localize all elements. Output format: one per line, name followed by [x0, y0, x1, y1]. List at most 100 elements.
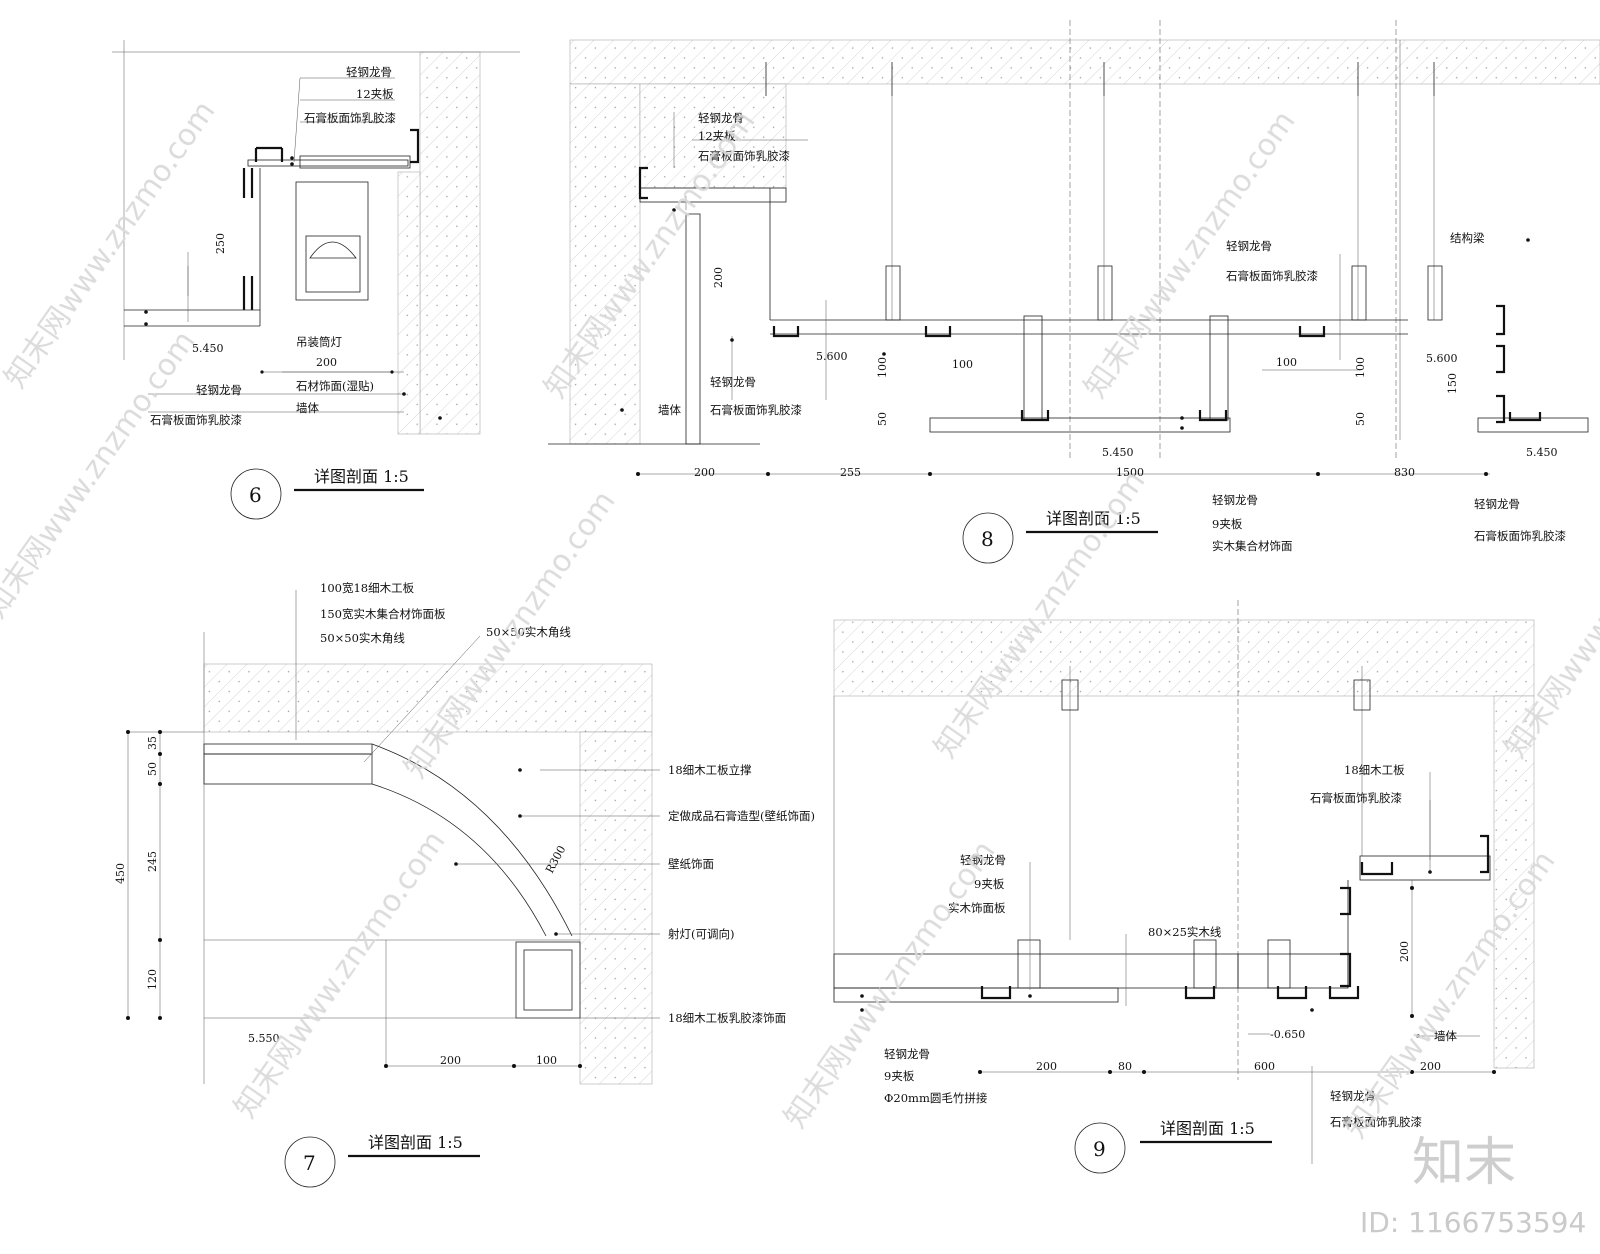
downlight-lamp	[309, 241, 357, 259]
dim: 100	[1276, 356, 1297, 369]
dim: 150	[1446, 373, 1459, 394]
dim: 200	[1420, 1060, 1441, 1073]
dim: 255	[840, 466, 861, 479]
label: 墙体	[296, 401, 319, 415]
plaster-curve-outer	[371, 743, 573, 937]
brand-logo: 知末	[1412, 1133, 1516, 1193]
label: 射灯(可调向)	[668, 927, 734, 941]
label: Φ20mm圆毛竹拼接	[884, 1091, 988, 1105]
stone-facing-hatch	[397, 171, 421, 435]
plaster-curve-inner	[371, 783, 547, 937]
label: 12夹板	[356, 87, 394, 101]
watermark-text: 知末网www.znzmo.com	[928, 465, 1153, 765]
label: 墙体	[658, 403, 681, 417]
label: 轻钢龙骨	[196, 383, 242, 397]
dim: 245	[146, 851, 159, 872]
dim: 200	[440, 1054, 461, 1067]
label: 轻钢龙骨	[884, 1047, 930, 1061]
label: 石膏板面饰乳胶漆	[710, 403, 802, 417]
bamboo-panel	[833, 987, 1119, 1003]
image-id: ID: 1166753594	[1360, 1206, 1586, 1239]
label: 实木集合材饰面	[1212, 539, 1293, 553]
dim: 35	[146, 736, 159, 750]
wood-batten	[1209, 315, 1229, 421]
label: 9夹板	[974, 877, 1005, 891]
label: 80×25实木线	[1148, 925, 1222, 939]
dim: 50	[146, 762, 159, 776]
wall-hatch	[419, 51, 481, 435]
drop-soffit	[1359, 855, 1491, 881]
detail-number: 9	[1093, 1137, 1106, 1161]
dim: 100	[952, 358, 973, 371]
label: 轻钢龙骨	[346, 65, 392, 79]
label: 石膏板面饰乳胶漆	[1226, 269, 1318, 283]
label: 石膏板面饰乳胶漆	[150, 413, 242, 427]
label: 石材饰面(湿贴)	[296, 379, 374, 393]
label: 9夹板	[884, 1069, 915, 1083]
label: 石膏板面饰乳胶漆	[1310, 791, 1402, 805]
dim: 600	[1254, 1060, 1275, 1073]
detail-title: 详图剖面 1:5	[314, 467, 409, 486]
label: 150宽实木集合材饰面板	[320, 607, 446, 621]
detail-9: 轻钢龙骨 9夹板 实木饰面板 80×25实木线 18细木工板 石膏板面饰乳胶漆 …	[833, 600, 1535, 1174]
label: 石膏板面饰乳胶漆	[1330, 1115, 1422, 1129]
detail-number-circle	[230, 468, 282, 520]
hanger-rods	[765, 62, 1443, 321]
label: 实木饰面板	[948, 901, 1006, 915]
detail-6: 轻钢龙骨 12夹板 石膏板面饰乳胶漆 吊装筒灯 石材饰面(湿贴) 墙体 轻钢龙骨…	[112, 40, 520, 520]
dim: 200	[1398, 941, 1411, 962]
label: 轻钢龙骨	[710, 375, 756, 389]
label: 吊装筒灯	[296, 335, 342, 349]
detail-title: 详图剖面 1:5	[1160, 1119, 1255, 1138]
dim: 200	[694, 466, 715, 479]
label: 轻钢龙骨	[1226, 239, 1272, 253]
label: 石膏板面饰乳胶漆	[304, 111, 396, 125]
label: 墙体	[1434, 1029, 1457, 1043]
label: 50×50实木角线	[320, 631, 405, 645]
label: 18细木工板立撑	[668, 763, 752, 777]
label: 18细木工板乳胶漆饰面	[668, 1011, 786, 1025]
dim: 100	[876, 357, 889, 378]
label: 轻钢龙骨	[1474, 497, 1520, 511]
dim: 50	[1354, 412, 1367, 426]
wall-hatch	[569, 83, 641, 445]
watermark-text: 知末网www.znzmo.com	[1078, 105, 1303, 405]
dim: 200	[712, 267, 725, 288]
detail-number: 6	[249, 483, 262, 507]
dim: 5.600	[1426, 352, 1458, 365]
dim: 5.550	[248, 1032, 280, 1045]
dim: 200	[316, 356, 337, 369]
label: 100宽18细木工板	[320, 581, 415, 595]
dim: R300	[543, 843, 568, 875]
dim: 50	[876, 412, 889, 426]
dim: 120	[146, 969, 159, 990]
dim: 5.450	[192, 342, 224, 355]
dim: 1500	[1116, 466, 1144, 479]
dim: 80	[1118, 1060, 1132, 1073]
wood-batten	[1023, 315, 1043, 421]
dim: 5.450	[1526, 446, 1558, 459]
dim: 100	[1354, 357, 1367, 378]
detail-7: 100宽18细木工板 150宽实木集合材饰面板 50×50实木角线 50×50实…	[114, 581, 815, 1188]
plywood-strip	[203, 743, 373, 755]
detail-8: 轻钢龙骨 12夹板 石膏板面饰乳胶漆 墙体 轻钢龙骨 石膏板面饰乳胶漆 轻钢龙骨…	[548, 20, 1600, 564]
downlight-housing	[295, 181, 369, 301]
slab-hatch	[203, 663, 653, 733]
slab-hatch	[833, 619, 1535, 697]
watermark-text: 知末网www.znzmo.com	[778, 835, 1003, 1135]
label: 壁纸饰面	[668, 857, 714, 871]
dim: 5.600	[816, 350, 848, 363]
detail-number-circle	[1074, 1122, 1126, 1174]
label: 结构梁	[1450, 231, 1485, 245]
spotlight-box	[515, 941, 581, 1019]
dim: 200	[1036, 1060, 1057, 1073]
label: 轻钢龙骨	[1330, 1089, 1376, 1103]
label: 定做成品石膏造型(壁纸饰面)	[668, 809, 815, 823]
label: 9夹板	[1212, 517, 1243, 531]
dim: -0.650	[1270, 1028, 1305, 1041]
detail-title: 详图剖面 1:5	[368, 1133, 463, 1152]
detail-number: 8	[981, 527, 994, 551]
dim: 250	[214, 233, 227, 254]
detail-number-circle	[962, 512, 1014, 564]
label: 石膏板面饰乳胶漆	[698, 149, 790, 163]
